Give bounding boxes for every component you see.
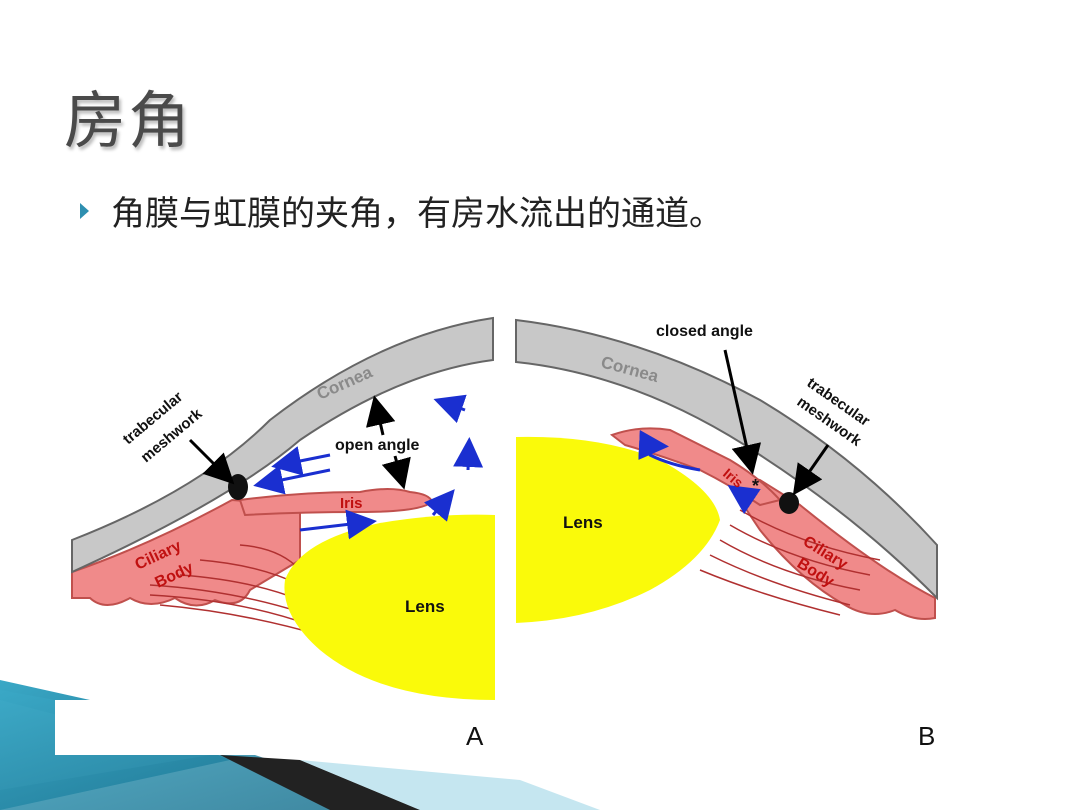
- lens-label-b: Lens: [563, 513, 603, 532]
- iris-label-a: Iris: [340, 495, 363, 512]
- slide-title: 房角: [64, 84, 193, 157]
- panel-letter-b: B: [918, 721, 935, 751]
- panel-a: Cornea trabecular meshwork open angle Ir…: [71, 316, 495, 751]
- aqueous-flow-arrows-a: [253, 394, 484, 540]
- cornea-b: [515, 318, 938, 601]
- open-angle-label: open angle: [335, 437, 420, 454]
- closed-angle-pointers: [723, 349, 830, 496]
- closed-angle-label: closed angle: [656, 323, 753, 340]
- lens-label-a: Lens: [405, 597, 445, 616]
- bullet-text: 角膜与虹膜的夹角，有房水流出的通道。: [111, 194, 723, 234]
- bullet-triangle-icon: [80, 202, 89, 219]
- bullet-item: 角膜与虹膜的夹角，有房水流出的通道。: [80, 186, 723, 235]
- zonule-fibers-b: [699, 509, 881, 616]
- panel-b: closed angle Cornea trabecular meshwork …: [515, 318, 938, 751]
- trabecular-meshwork-b: [779, 492, 799, 514]
- open-angle-pointers: [188, 395, 411, 490]
- trabecular-meshwork-a: [228, 474, 248, 500]
- ciliary-body-a: [71, 498, 301, 607]
- panel-letter-a: A: [466, 721, 484, 751]
- slide-decoration: [0, 680, 935, 810]
- lens-a: [284, 514, 495, 700]
- iris-a: [238, 488, 434, 517]
- star-marker: *: [752, 476, 759, 496]
- lens-b: [516, 436, 720, 623]
- aqueous-flow-arrows-b: [638, 429, 761, 515]
